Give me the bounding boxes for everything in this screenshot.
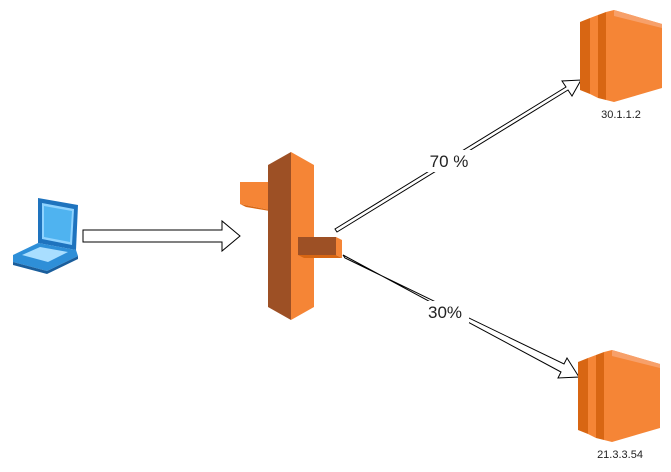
server-ip-label: 21.3.3.54 — [597, 449, 643, 461]
server-ip-label: 30.1.1.2 — [601, 109, 641, 121]
client-to-lb-arrow — [82, 219, 241, 253]
route-weight-label: 70 % — [430, 152, 469, 171]
load-balancer-icon — [240, 152, 342, 320]
ec2-instance-icon — [578, 350, 660, 442]
laptop-icon — [13, 198, 78, 274]
ec2-instance-icon — [580, 10, 662, 102]
route-weight-label: 30% — [428, 303, 462, 322]
route-label-bg-2 — [421, 301, 469, 323]
route-label-bg-1 — [424, 150, 476, 172]
